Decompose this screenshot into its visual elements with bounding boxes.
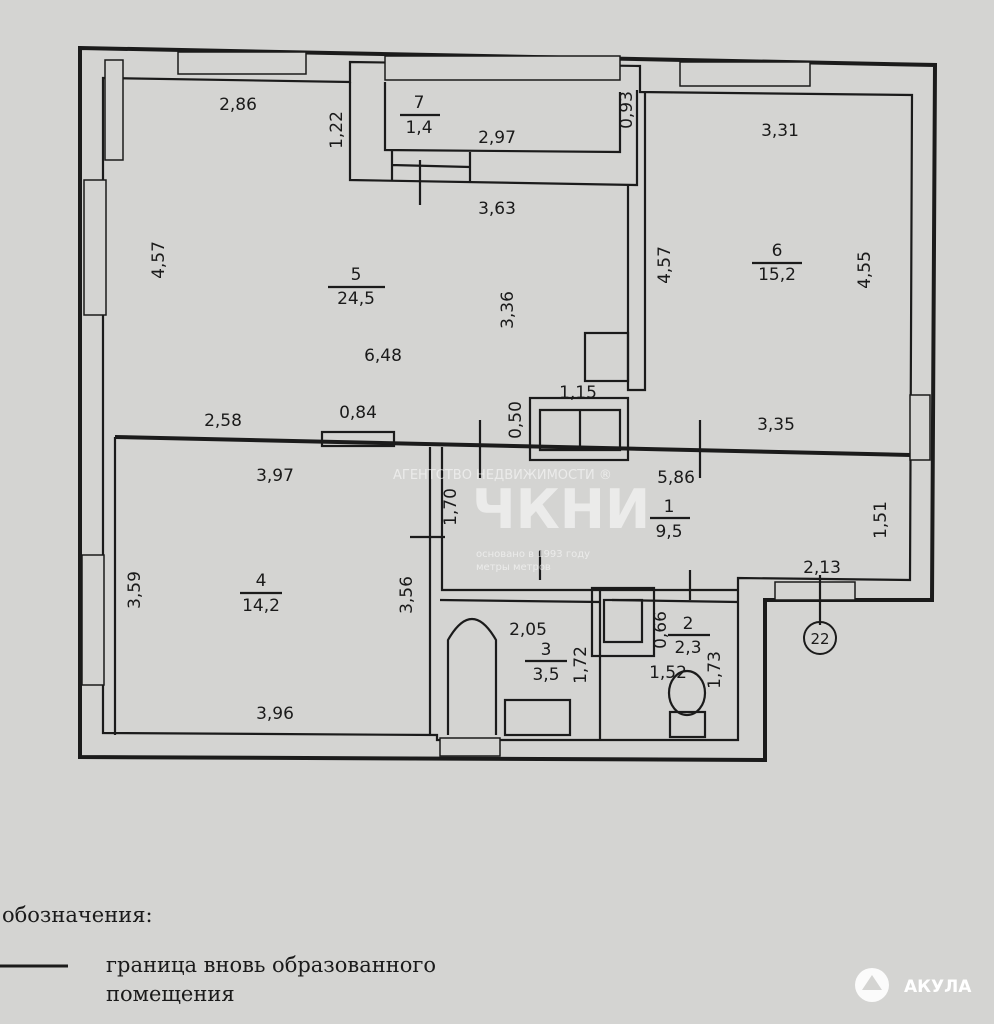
room-area: 9,5 bbox=[655, 522, 682, 542]
dimension: 5,86 bbox=[657, 468, 695, 488]
dimension: 2,97 bbox=[478, 128, 516, 148]
watermark-slogan: метры метров bbox=[476, 562, 551, 573]
room-number: 5 bbox=[351, 265, 362, 285]
dimension: 4,57 bbox=[655, 246, 675, 284]
dimension: 4,55 bbox=[855, 251, 875, 289]
stove bbox=[528, 396, 630, 462]
dimension: 6,48 bbox=[364, 346, 402, 366]
dimension: 1,52 bbox=[649, 663, 687, 683]
washbasin bbox=[503, 698, 572, 737]
dimension: 3,35 bbox=[757, 415, 795, 435]
dimension-labels: 2,86 1,22 2,97 0,93 3,31 3,63 4,57 4,57 … bbox=[125, 91, 891, 724]
room-number: 1 bbox=[664, 497, 675, 517]
room-number: 4 bbox=[256, 571, 267, 591]
door bbox=[320, 430, 396, 448]
room-number: 2 bbox=[683, 614, 694, 634]
cabinet bbox=[590, 586, 656, 658]
dimension: 1,15 bbox=[559, 383, 597, 403]
room-area: 3,5 bbox=[532, 665, 559, 685]
room-area: 1,4 bbox=[405, 118, 432, 138]
dimension: 1,22 bbox=[327, 111, 347, 149]
dimension: 3,56 bbox=[397, 576, 417, 614]
dimension: 1,73 bbox=[705, 651, 725, 689]
unit-marker: 22 bbox=[803, 621, 837, 655]
room-labels: 7 1,4 5 24,5 6 15,2 1 9,5 4 14,2 3 3,5 2… bbox=[242, 93, 796, 685]
dimension: 4,57 bbox=[149, 241, 169, 279]
dimension: 0,84 bbox=[339, 403, 377, 423]
legend-title: обозначения: bbox=[2, 903, 153, 927]
dimension: 2,86 bbox=[219, 95, 257, 115]
room-number: 6 bbox=[772, 241, 783, 261]
room-number: 7 bbox=[414, 93, 425, 113]
dimension: 3,63 bbox=[478, 199, 516, 219]
watermark: АГЕНТСТВО НЕДВИЖИМОСТИ ® ЧКНИ основано в… bbox=[393, 468, 650, 573]
dimension: 1,72 bbox=[571, 646, 591, 684]
dimension: 1,51 bbox=[871, 501, 891, 539]
dimension: 2,58 bbox=[204, 411, 242, 431]
dimension: 3,59 bbox=[125, 571, 145, 609]
dimension: 1,70 bbox=[441, 488, 461, 526]
toilet bbox=[667, 669, 707, 717]
brand-name: АКУЛА bbox=[904, 977, 972, 997]
dimension: 0,93 bbox=[617, 91, 637, 129]
windows bbox=[81, 51, 931, 757]
room-area: 2,3 bbox=[674, 638, 701, 658]
bathtub bbox=[446, 618, 498, 735]
dimension: 3,96 bbox=[256, 704, 294, 724]
dimension: 0,50 bbox=[506, 401, 526, 439]
dimension: 3,97 bbox=[256, 466, 294, 486]
room-area: 15,2 bbox=[758, 265, 796, 285]
room-area: 14,2 bbox=[242, 596, 280, 616]
fraction-lines bbox=[240, 113, 802, 663]
akula-brand: АКУЛА bbox=[855, 968, 972, 1002]
dimension: 2,05 bbox=[509, 620, 547, 640]
legend-text-line2: помещения bbox=[106, 982, 235, 1006]
interior-walls bbox=[113, 82, 911, 740]
dimension: 0,66 bbox=[651, 611, 671, 649]
dimension: 3,31 bbox=[761, 121, 799, 141]
unit-marker-label: 22 bbox=[810, 630, 829, 648]
dimension: 2,13 bbox=[803, 558, 841, 578]
dimension: 3,36 bbox=[498, 291, 518, 329]
sink bbox=[583, 331, 630, 383]
watermark-logo: ЧКНИ bbox=[472, 478, 650, 541]
room-area: 24,5 bbox=[337, 289, 375, 309]
legend: обозначения: граница вновь образованного… bbox=[0, 903, 436, 1006]
legend-text-line1: граница вновь образованного bbox=[106, 953, 436, 977]
room-number: 3 bbox=[541, 640, 552, 660]
watermark-agency: АГЕНТСТВО НЕДВИЖИМОСТИ ® bbox=[393, 468, 612, 483]
watermark-founded: основано в 1993 году bbox=[476, 549, 590, 560]
